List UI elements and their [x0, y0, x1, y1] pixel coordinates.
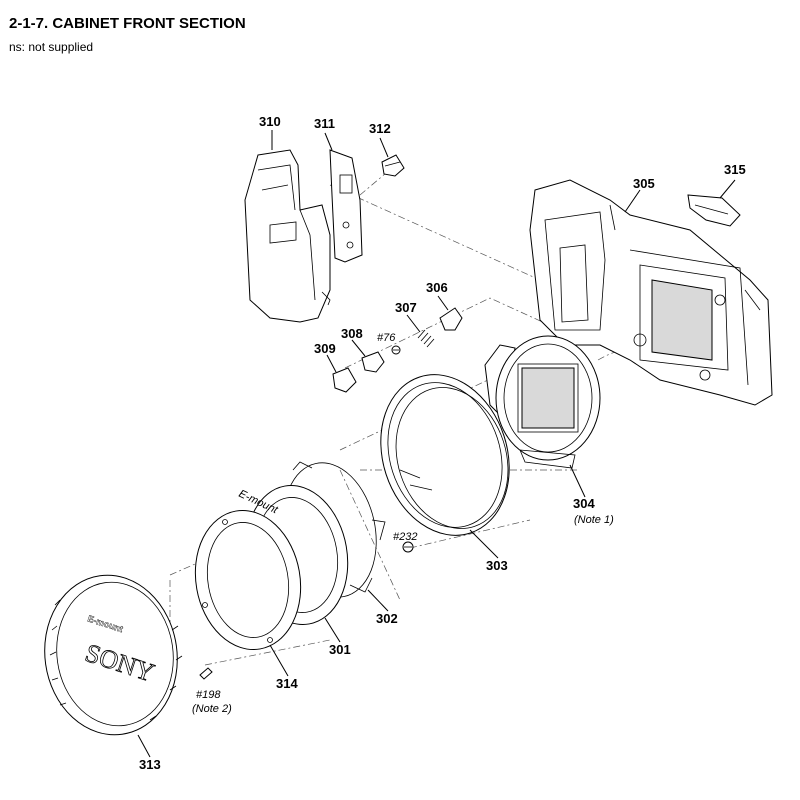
part-304-mount-plate [484, 335, 601, 469]
callout-315: 315 [724, 162, 746, 177]
callout-304: 304 [573, 496, 595, 511]
part-315 [687, 194, 741, 227]
screw-ref-198: #198 [196, 689, 221, 701]
callout-308: 308 [341, 326, 363, 341]
callout-307: 307 [395, 300, 417, 315]
callout-301: 301 [329, 642, 351, 657]
note-2: (Note 2) [192, 703, 232, 715]
screw-198 [199, 667, 213, 680]
part-314-mount-ring [194, 509, 302, 651]
screw-76 [391, 345, 401, 355]
callout-303: 303 [486, 558, 508, 573]
callout-306: 306 [426, 280, 448, 295]
supply-note: ns: not supplied [9, 40, 94, 54]
callout-309: 309 [314, 341, 336, 356]
callout-302: 302 [376, 611, 398, 626]
page-title: 2-1-7. CABINET FRONT SECTION [9, 15, 246, 32]
part-313-body-cap: SONY E-mount [44, 574, 183, 736]
part-307-spring [417, 329, 435, 348]
part-310-grip-cover [244, 149, 331, 323]
note-1: (Note 1) [574, 514, 614, 526]
screw-ref-232: #232 [393, 531, 417, 543]
leader-lines [137, 130, 736, 758]
reference-labels: #76 #232 #198 (Note 1) (Note 2) [192, 332, 614, 715]
part-306 [439, 307, 463, 331]
part-311-plate [329, 149, 363, 263]
part-312 [381, 154, 405, 177]
callout-313: 313 [139, 757, 161, 772]
screw-232 [402, 541, 414, 553]
callout-310: 310 [259, 114, 281, 129]
callout-312: 312 [369, 121, 391, 136]
callout-314: 314 [276, 676, 298, 691]
part-303-ring [380, 374, 510, 536]
callout-labels: 310 311 312 315 305 306 307 308 309 304 … [139, 114, 746, 772]
part-309 [332, 367, 357, 393]
part-308 [361, 351, 385, 373]
callout-311: 311 [314, 116, 335, 131]
screw-ref-76: #76 [377, 332, 396, 344]
callout-305: 305 [633, 176, 655, 191]
